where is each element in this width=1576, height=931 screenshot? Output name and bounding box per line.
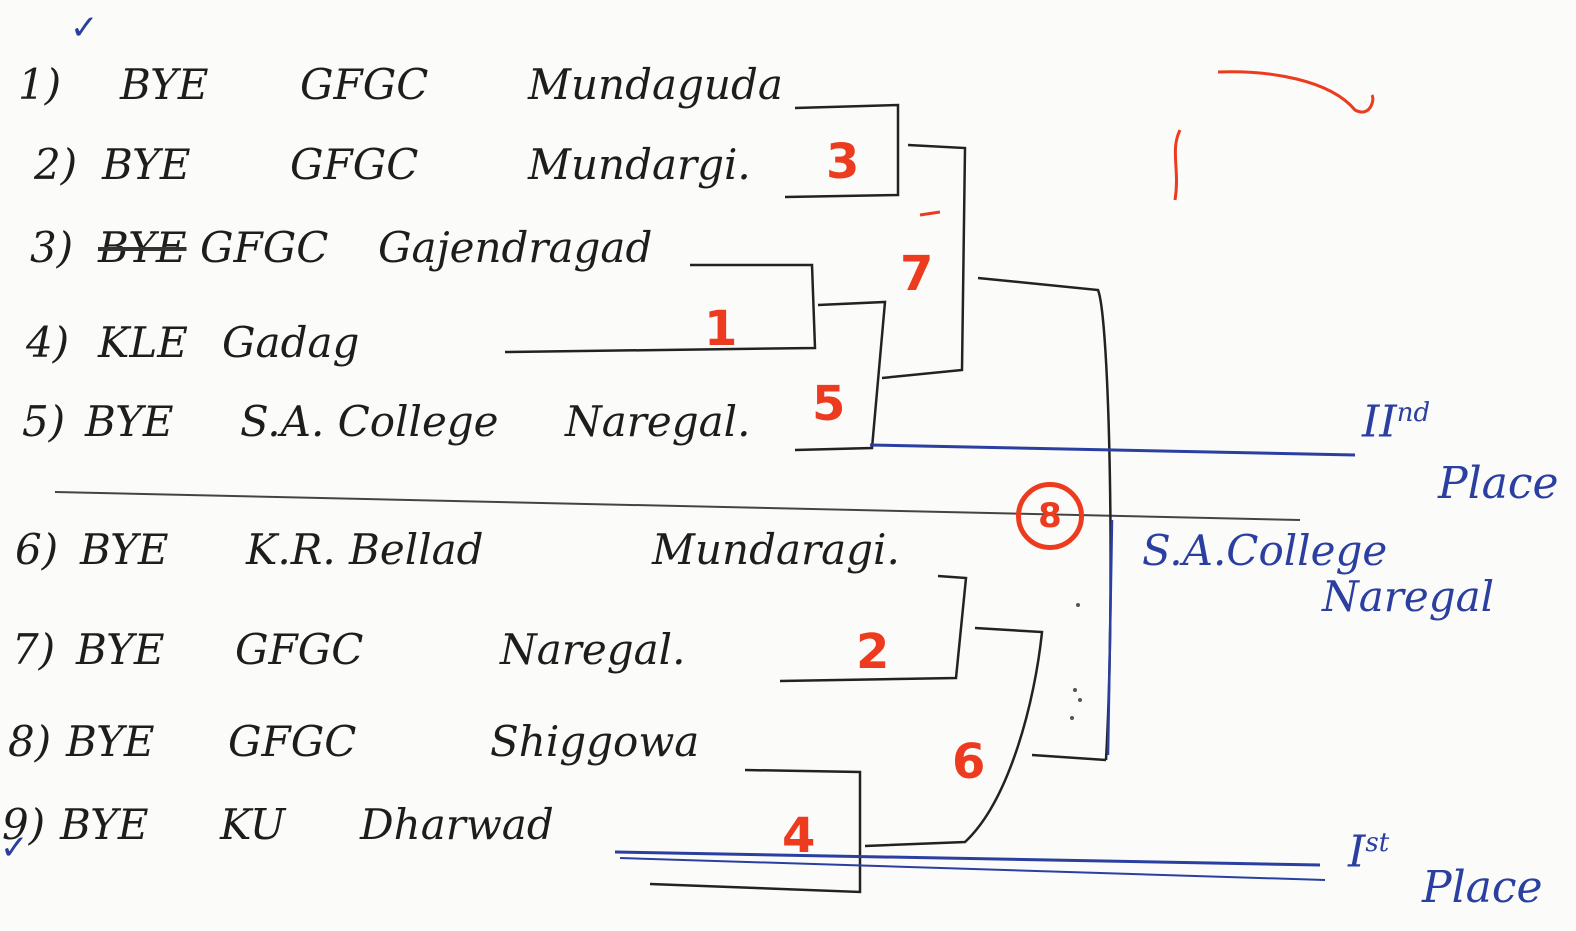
entry-institution: GFGC: [228, 717, 357, 766]
section-divider: [54, 491, 1301, 521]
bracket-match-6: [864, 626, 1044, 848]
entry-row: 9) BYE KU Dharwad: [0, 795, 900, 855]
bracket-link: [881, 143, 967, 380]
match-number: 1: [704, 301, 738, 357]
second-place-word: Place: [1438, 458, 1559, 509]
entry-row: 5) BYE S.A. College Naregal.: [0, 392, 900, 452]
entry-town: Mundaguda: [528, 60, 783, 109]
entry-bye: BYE: [120, 60, 209, 109]
check-icon: ✓: [0, 828, 29, 868]
entry-number: 1): [18, 60, 62, 109]
final-match-number: 8: [1016, 482, 1084, 550]
entry-bye: BYE: [85, 397, 174, 446]
entry-town: Naregal.: [565, 397, 751, 446]
first-place-suffix: st: [1365, 828, 1390, 858]
bracket-match-3: [784, 103, 900, 199]
entry-bye: BYE: [80, 525, 169, 574]
match-number: 3: [826, 134, 860, 190]
entry-institution: K.R. Bellad: [246, 525, 484, 574]
entry-town: Shiggowa: [490, 717, 700, 766]
entry-institution: GFGC: [235, 625, 364, 674]
entry-row: 7) BYE GFGC Naregal.: [0, 620, 900, 680]
scribble: [1217, 70, 1375, 114]
entry-number: 5): [22, 397, 66, 446]
entry-town: Gajendragad: [378, 223, 653, 272]
entry-bye: BYE: [76, 625, 165, 674]
winner-name: S.A.College Naregal: [1142, 528, 1494, 620]
entry-bye: BYE: [102, 140, 191, 189]
entry-town: Mundaragi.: [652, 525, 900, 574]
entry-number: 2): [34, 140, 78, 189]
bracket-match-2: [779, 574, 968, 683]
entry-institution: KLE: [98, 318, 188, 367]
second-place-label: IInd: [1362, 400, 1430, 445]
first-place-label: Ist: [1348, 830, 1389, 875]
entry-number: 8): [8, 717, 52, 766]
first-place-line: [614, 850, 1321, 867]
bracket-match-4: [649, 768, 862, 894]
winner-line-2: Naregal: [1322, 572, 1495, 621]
match-number: 6: [952, 734, 986, 790]
entry-institution: GFGC: [290, 140, 419, 189]
entry-bye: BYE: [66, 717, 155, 766]
scribble: [919, 210, 941, 217]
entry-institution: S.A. College: [240, 397, 499, 446]
match-number: 5: [812, 376, 846, 432]
bracket-match-5: [794, 300, 887, 452]
entry-row: 8) BYE GFGC Shiggowa: [0, 712, 900, 772]
second-place-suffix: nd: [1396, 398, 1431, 428]
first-place-word: Place: [1422, 862, 1543, 913]
entry-number: 3): [30, 223, 74, 272]
bracket-final-blue: [1106, 519, 1114, 756]
entry-row: 3) BYE GFGC Gajendragad: [0, 218, 900, 278]
entry-row: 1) BYE GFGC Mundaguda: [0, 55, 900, 115]
entry-row: 2) BYE GFGC Mundargi.: [0, 135, 900, 195]
entry-number: 6): [15, 525, 59, 574]
match-number: 2: [856, 624, 890, 680]
scribble: [1173, 129, 1182, 201]
first-place-numeral: I: [1348, 826, 1366, 878]
entry-number: 9): [2, 800, 46, 849]
entry-town: Mundargi.: [528, 140, 751, 189]
entry-town: Dharwad: [360, 800, 554, 849]
match-number: 4: [782, 808, 816, 864]
entry-institution: KU: [220, 800, 286, 849]
entry-bye: BYE: [60, 800, 149, 849]
entry-row: 4) KLE Gadag: [0, 313, 900, 373]
entry-town: Gadag: [222, 318, 360, 367]
bracket-final: [1031, 753, 1107, 762]
entry-town: Naregal.: [500, 625, 686, 674]
entry-institution: GFGC: [300, 60, 429, 109]
entry-number: 4): [26, 318, 70, 367]
second-place-line: [869, 443, 1356, 457]
entry-bye-struck: BYE: [98, 223, 187, 272]
check-icon: ✓: [70, 8, 99, 48]
entry-institution: GFGC: [200, 223, 329, 272]
match-number: 7: [900, 246, 934, 302]
second-place-numeral: II: [1362, 396, 1397, 448]
winner-line-1: S.A.College: [1142, 526, 1388, 575]
first-place-line: [619, 857, 1326, 881]
entry-row: 6) BYE K.R. Bellad Mundaragi.: [0, 520, 900, 580]
bracket-match-1: [504, 263, 817, 354]
entry-number: 7): [12, 625, 56, 674]
